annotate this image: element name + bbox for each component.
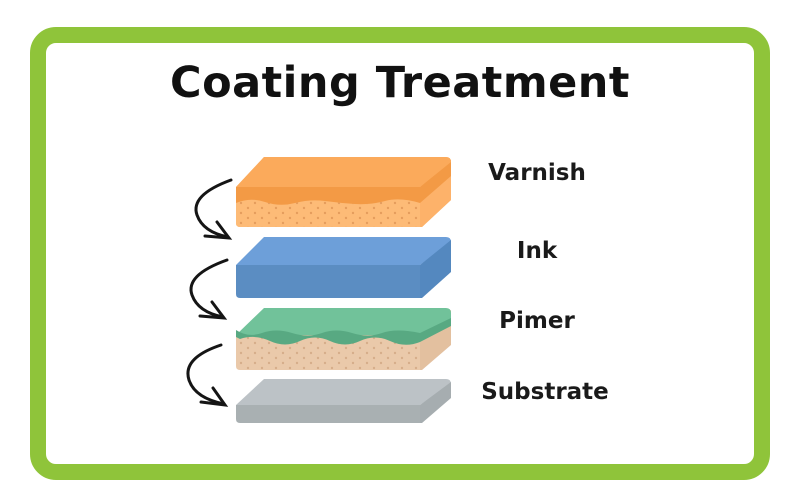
arrow-head-2	[198, 300, 228, 320]
label-ink: Ink	[516, 238, 558, 264]
label-substrate: Substrate	[481, 379, 609, 405]
arrow-2	[189, 258, 229, 319]
arrow-head-1	[203, 220, 233, 240]
flow-arrows	[186, 178, 233, 407]
varnish-layer	[236, 157, 451, 227]
diagram-title: Coating Treatment	[170, 58, 630, 108]
arrow-3	[186, 343, 226, 406]
label-primer: Pimer	[499, 308, 575, 334]
arrow-1	[194, 178, 233, 239]
substrate-layer	[236, 379, 451, 423]
primer-layer	[236, 308, 451, 370]
label-varnish: Varnish	[488, 160, 586, 186]
ink-layer	[236, 237, 451, 298]
arrow-head-3	[199, 386, 229, 407]
